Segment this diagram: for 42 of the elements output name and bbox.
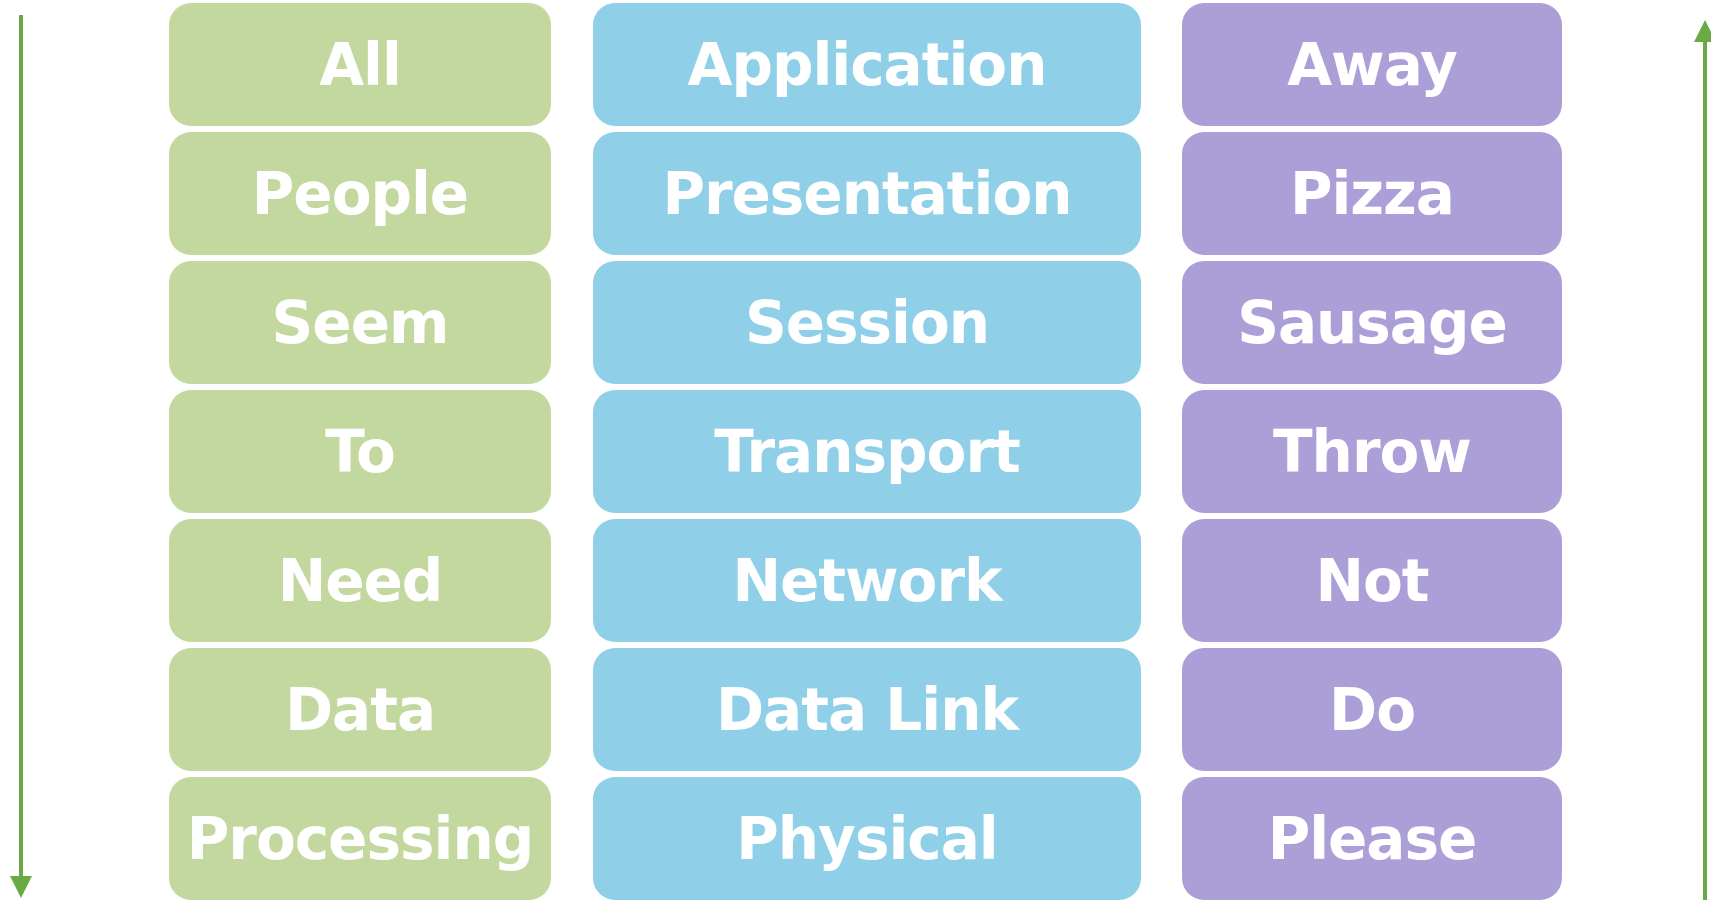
layer-box (1182, 261, 1562, 384)
layer-box (593, 261, 1141, 384)
box-label: Presentation (662, 159, 1072, 228)
layer-box (593, 132, 1141, 255)
layer-box (593, 390, 1141, 513)
layer-box (1182, 519, 1562, 642)
layer-box (593, 777, 1141, 900)
box-label: Away (1287, 30, 1457, 99)
layer-box (169, 777, 551, 900)
layer-box (593, 648, 1141, 771)
box-label: Data Link (715, 675, 1018, 744)
box-label: Sausage (1237, 288, 1507, 357)
box-label: Data (284, 675, 436, 744)
layer-box (169, 648, 551, 771)
layer-box (169, 390, 551, 513)
layer-box (169, 261, 551, 384)
box-label: Pizza (1289, 159, 1454, 228)
layer-box (1182, 648, 1562, 771)
layer-box (593, 3, 1141, 126)
box-label: Throw (1273, 417, 1471, 486)
box-label: People (251, 159, 469, 228)
box-label: Session (744, 288, 990, 357)
layer-box (169, 519, 551, 642)
layer-box (593, 519, 1141, 642)
layer-box (1182, 3, 1562, 126)
box-label: Physical (736, 804, 998, 873)
layer-box (169, 3, 551, 126)
layer-box (1182, 390, 1562, 513)
layer-box (169, 132, 551, 255)
box-label: Network (732, 546, 1002, 615)
box-label: Do (1329, 675, 1415, 744)
layer-box (1182, 777, 1562, 900)
box-label: Seem (271, 288, 449, 357)
box-label: Processing (186, 804, 534, 873)
box-label: All (319, 30, 401, 99)
box-label: Application (687, 30, 1047, 99)
box-label: Not (1315, 546, 1429, 615)
layer-box (1182, 132, 1562, 255)
box-label: Transport (714, 417, 1020, 486)
box-label: Please (1267, 804, 1477, 873)
box-label: Need (277, 546, 443, 615)
box-label: To (325, 417, 395, 486)
